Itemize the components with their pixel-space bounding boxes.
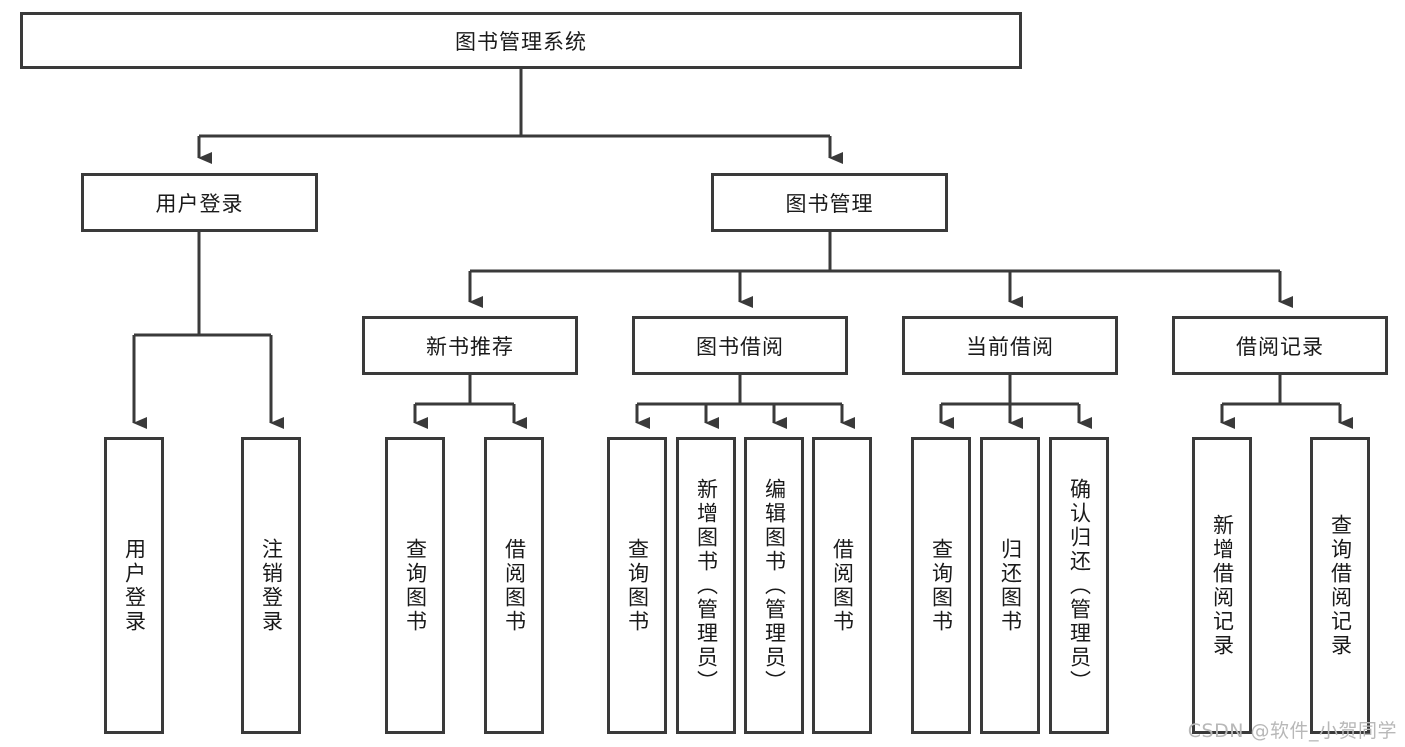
node-user-login[interactable]: 用户登录 <box>81 173 318 232</box>
node-current-borrow[interactable]: 当前借阅 <box>902 316 1118 375</box>
node-borrow-record-label: 借阅记录 <box>1236 334 1324 359</box>
node-leaf-borrow-book-1-label: 借阅图书 <box>502 537 527 634</box>
node-book-manage[interactable]: 图书管理 <box>711 173 948 232</box>
node-leaf-add-book[interactable]: 新增图书（管理员） <box>676 437 736 734</box>
node-leaf-return-book-label: 归还图书 <box>998 537 1023 634</box>
node-leaf-borrow-book-2[interactable]: 借阅图书 <box>812 437 872 734</box>
node-leaf-borrow-book-2-label: 借阅图书 <box>830 537 855 634</box>
node-leaf-query-book-2-label: 查询图书 <box>625 537 650 634</box>
node-book-borrow-label: 图书借阅 <box>696 334 784 359</box>
node-borrow-record[interactable]: 借阅记录 <box>1172 316 1388 375</box>
node-leaf-add-record-label: 新增借阅记录 <box>1210 513 1235 658</box>
node-leaf-user-login[interactable]: 用户登录 <box>104 437 164 734</box>
node-leaf-query-book-3-label: 查询图书 <box>929 537 954 634</box>
node-new-book-recommend-label: 新书推荐 <box>426 334 514 359</box>
node-leaf-user-logout-label: 注销登录 <box>259 537 284 634</box>
node-leaf-add-book-label: 新增图书（管理员） <box>694 477 719 694</box>
node-leaf-return-book[interactable]: 归还图书 <box>980 437 1040 734</box>
node-new-book-recommend[interactable]: 新书推荐 <box>362 316 578 375</box>
node-leaf-query-record[interactable]: 查询借阅记录 <box>1310 437 1370 734</box>
node-leaf-query-book-2[interactable]: 查询图书 <box>607 437 667 734</box>
node-current-borrow-label: 当前借阅 <box>966 334 1054 359</box>
node-book-manage-label: 图书管理 <box>785 191 874 216</box>
node-leaf-borrow-book-1[interactable]: 借阅图书 <box>484 437 544 734</box>
node-leaf-confirm-return-label: 确认归还（管理员） <box>1067 477 1092 694</box>
node-leaf-add-record[interactable]: 新增借阅记录 <box>1192 437 1252 734</box>
node-leaf-user-login-label: 用户登录 <box>122 537 147 634</box>
node-leaf-confirm-return[interactable]: 确认归还（管理员） <box>1049 437 1109 734</box>
node-leaf-query-record-label: 查询借阅记录 <box>1328 513 1353 658</box>
node-leaf-query-book-1-label: 查询图书 <box>403 537 428 634</box>
node-leaf-query-book-1[interactable]: 查询图书 <box>385 437 445 734</box>
node-leaf-query-book-3[interactable]: 查询图书 <box>911 437 971 734</box>
node-user-login-label: 用户登录 <box>155 191 244 216</box>
node-root-label: 图书管理系统 <box>455 29 587 54</box>
node-book-borrow[interactable]: 图书借阅 <box>632 316 848 375</box>
watermark-text: CSDN @软件_小贺同学 <box>1187 720 1397 742</box>
node-leaf-edit-book-label: 编辑图书（管理员） <box>762 477 787 694</box>
node-root[interactable]: 图书管理系统 <box>20 12 1022 69</box>
node-leaf-user-logout[interactable]: 注销登录 <box>241 437 301 734</box>
node-leaf-edit-book[interactable]: 编辑图书（管理员） <box>744 437 804 734</box>
